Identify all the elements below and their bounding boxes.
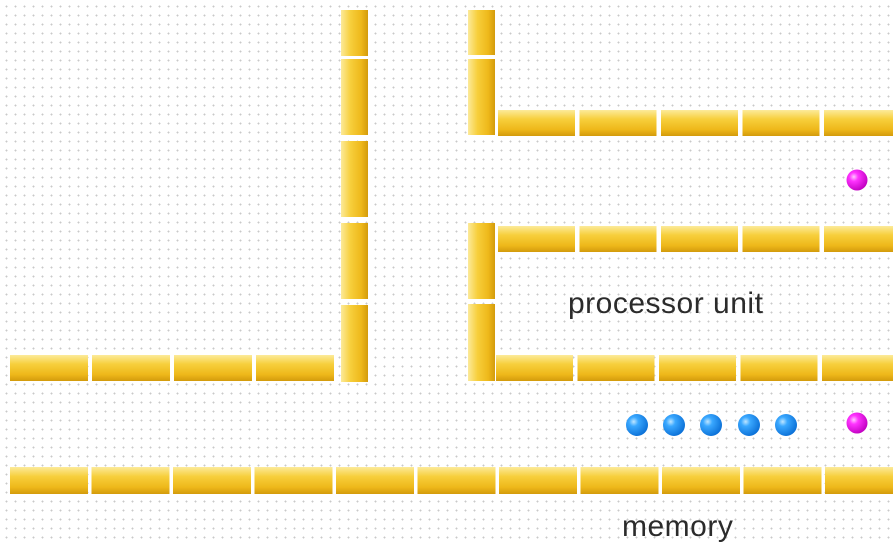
memory-bus-segment-1	[10, 467, 88, 494]
memory-bus-segment-8	[581, 467, 659, 494]
middle-bus-segment-5	[824, 226, 893, 252]
left-vertical-bus-segment-2	[341, 59, 368, 135]
upper-right-vertical-segment-1	[468, 10, 495, 55]
lower-right-vertical-segment-2	[468, 304, 495, 381]
data-token	[738, 414, 760, 436]
left-bus-segment-2	[92, 355, 170, 381]
lower-right-vertical-segment-1	[468, 223, 495, 299]
processor-unit-label: processor unit	[568, 289, 763, 319]
data-token	[626, 414, 648, 436]
processor-bottom-bus-segment-3	[659, 355, 736, 381]
processor-bottom-bus-segment-2	[578, 355, 655, 381]
middle-bus-segment-2	[580, 226, 657, 252]
memory-bus-segment-11	[825, 467, 893, 494]
control-token	[847, 413, 868, 434]
memory-bus-segment-5	[336, 467, 414, 494]
left-vertical-bus-segment-1	[341, 10, 368, 56]
middle-bus-segment-4	[743, 226, 820, 252]
memory-bus-segment-10	[744, 467, 822, 494]
memory-bus-segment-3	[173, 467, 251, 494]
top-bus-segment-4	[743, 110, 820, 136]
memory-label: memory	[622, 512, 733, 542]
left-vertical-bus-segment-3	[341, 141, 368, 217]
processor-bottom-bus-segment-5	[822, 355, 893, 381]
top-bus-segment-3	[661, 110, 738, 136]
processor-bottom-bus-segment-4	[741, 355, 818, 381]
memory-bus-segment-4	[255, 467, 333, 494]
memory-bus-segment-2	[92, 467, 170, 494]
data-token	[663, 414, 685, 436]
memory-bus-segment-9	[662, 467, 740, 494]
processor-bottom-bus-segment-1	[496, 355, 573, 381]
memory-bus-segment-7	[499, 467, 577, 494]
control-token	[847, 170, 868, 191]
left-vertical-bus-segment-4	[341, 223, 368, 299]
upper-right-vertical-segment-2	[468, 59, 495, 135]
left-bus-segment-4	[256, 355, 334, 381]
left-bus-segment-3	[174, 355, 252, 381]
wire-segments	[10, 10, 893, 494]
top-bus-segment-2	[580, 110, 657, 136]
left-vertical-bus-segment-5	[341, 305, 368, 382]
middle-bus-segment-3	[661, 226, 738, 252]
top-bus-segment-5	[824, 110, 893, 136]
memory-bus-segment-6	[418, 467, 496, 494]
left-bus-segment-1	[10, 355, 88, 381]
data-token	[775, 414, 797, 436]
middle-bus-segment-1	[498, 226, 575, 252]
top-bus-segment-1	[498, 110, 575, 136]
data-token	[700, 414, 722, 436]
